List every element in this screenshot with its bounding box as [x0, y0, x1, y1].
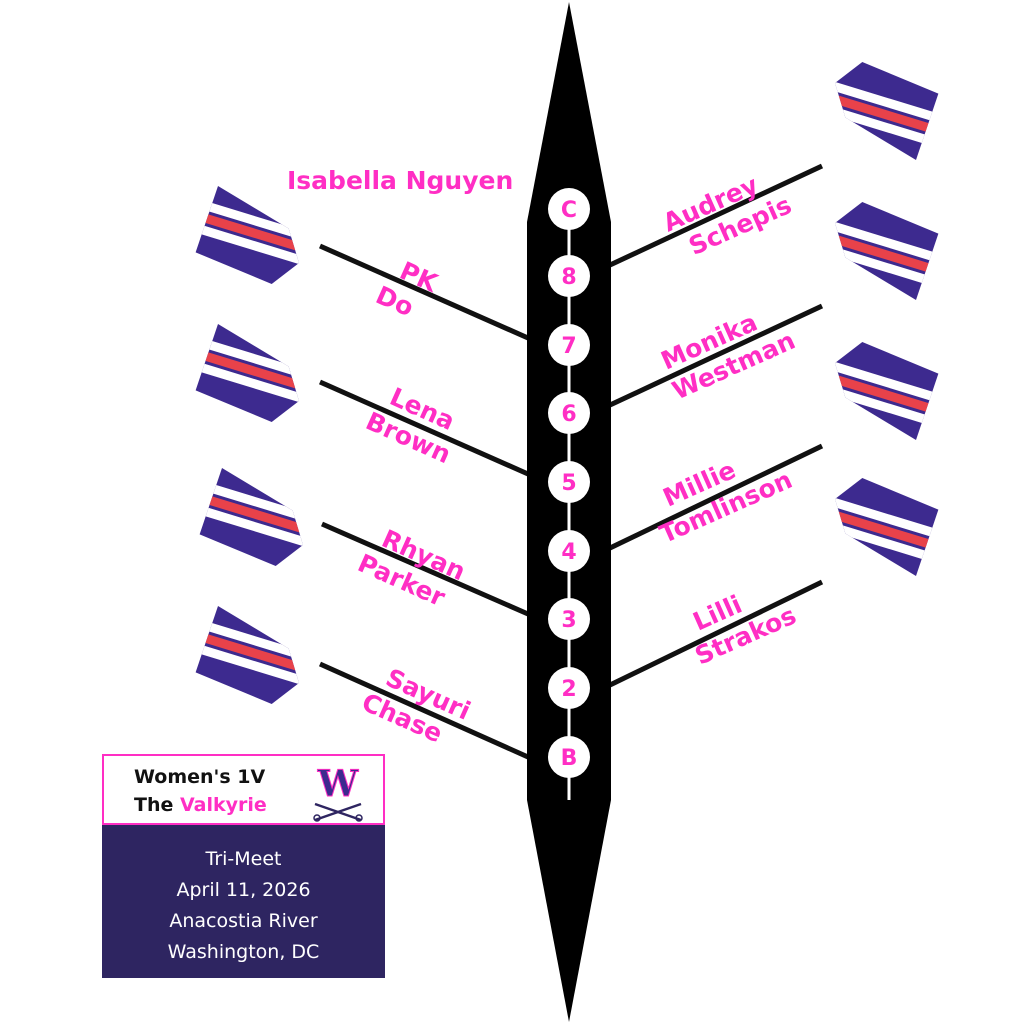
- boat-prefix: The: [134, 794, 174, 816]
- seat-7: 7: [548, 324, 590, 366]
- card-header: Women's 1V The Valkyrie W: [102, 754, 385, 825]
- event-venue: Anacostia River: [169, 910, 318, 932]
- seat-label: C: [561, 198, 577, 223]
- port-oar-4: [186, 603, 530, 760]
- starboard-oar-2: [608, 193, 948, 408]
- starboard-oar-1: [608, 53, 948, 268]
- seat-bow: B: [548, 736, 590, 778]
- team-logo-icon: W: [313, 763, 363, 822]
- seat-label: 7: [561, 334, 576, 359]
- seat-label: 2: [561, 677, 576, 702]
- event-location: Washington, DC: [167, 941, 320, 963]
- seat-cox: C: [548, 188, 590, 230]
- port-oar-2: [186, 321, 530, 477]
- seat-label: 8: [561, 265, 576, 290]
- port-oar-1: [186, 183, 530, 341]
- boat-name-line: The Valkyrie: [134, 794, 314, 816]
- seat-label: 4: [561, 540, 576, 565]
- seat-label: 5: [561, 471, 576, 496]
- seat-6: 6: [548, 392, 590, 434]
- event-details: Tri-Meet April 11, 2026 Anacostia River …: [102, 825, 385, 978]
- seat-4: 4: [548, 530, 590, 572]
- starboard-oar-4: [608, 469, 948, 688]
- seat-5: 5: [548, 461, 590, 503]
- coxswain-name: Isabella Nguyen: [287, 166, 513, 195]
- seat-label: B: [561, 746, 578, 771]
- crew-title: Women's 1V: [134, 766, 266, 788]
- seat-3: 3: [548, 598, 590, 640]
- seat-label: 3: [561, 608, 576, 633]
- seat-8: 8: [548, 255, 590, 297]
- seat-2: 2: [548, 667, 590, 709]
- event-date: April 11, 2026: [176, 879, 311, 901]
- starboard-oar-3: [608, 333, 948, 551]
- boat-name: Valkyrie: [180, 794, 267, 816]
- logo-letter: W: [317, 763, 359, 805]
- event-name: Tri-Meet: [205, 848, 282, 870]
- port-oar-3: [190, 465, 530, 617]
- seat-label: 6: [561, 402, 576, 427]
- lineup-info-card: Women's 1V The Valkyrie W Tri-Meet April…: [102, 754, 385, 978]
